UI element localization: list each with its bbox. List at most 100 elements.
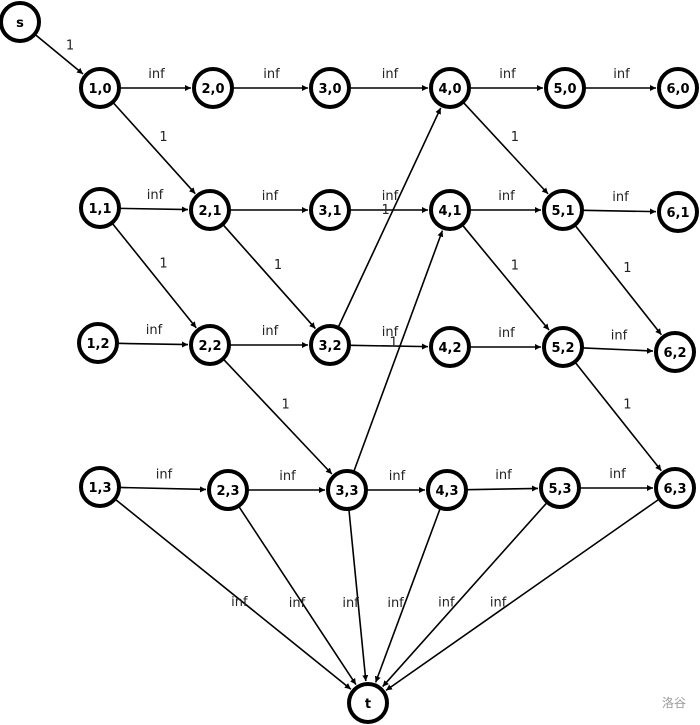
edge-label: 1 bbox=[159, 130, 167, 145]
node-6-2: 6,2 bbox=[654, 331, 696, 373]
edge-label: inf bbox=[382, 189, 399, 204]
watermark: 洛谷 bbox=[661, 696, 686, 710]
edge-4-1-to-5-2 bbox=[462, 224, 550, 331]
edge-label: 1 bbox=[274, 258, 282, 273]
edge-label: inf bbox=[148, 67, 165, 82]
node-circle bbox=[539, 467, 581, 509]
edge-2-1-to-3-2 bbox=[222, 224, 316, 330]
node-label: 3,0 bbox=[318, 82, 341, 97]
edge-label: inf bbox=[609, 467, 626, 482]
edge-1-3-to-2-3 bbox=[119, 486, 207, 493]
node-label: 4,2 bbox=[438, 341, 461, 356]
node-label: 1,2 bbox=[86, 337, 109, 352]
edge-label: inf bbox=[231, 595, 248, 610]
edge-3-3-to-t bbox=[348, 509, 369, 682]
node-circle bbox=[542, 189, 584, 231]
node-label: 3,1 bbox=[318, 204, 341, 219]
node-4-3: 4,3 bbox=[426, 469, 468, 511]
node-4-1: 4,1 bbox=[429, 189, 471, 231]
edge-label: inf bbox=[156, 468, 173, 483]
node-label: 3,2 bbox=[318, 339, 341, 354]
edge-label: 1 bbox=[381, 203, 389, 218]
edge-5-3-to-t bbox=[382, 502, 548, 688]
node-label: 2,2 bbox=[198, 339, 221, 354]
node-circle bbox=[657, 191, 699, 233]
node-circle bbox=[426, 469, 468, 511]
edge-label: inf bbox=[147, 188, 164, 203]
node-5-2: 5,2 bbox=[542, 326, 584, 368]
edge-6-3-to-t bbox=[385, 498, 660, 692]
node-t: t bbox=[347, 682, 389, 724]
node-label: 5,2 bbox=[551, 341, 574, 356]
edge-label: inf bbox=[262, 189, 279, 204]
node-circle bbox=[429, 189, 471, 231]
edge-3-2-to-4-2 bbox=[349, 343, 429, 350]
node-circle bbox=[544, 67, 586, 109]
node-3-1: 3,1 bbox=[309, 189, 351, 231]
edge-label: inf bbox=[387, 596, 404, 611]
edge-label: inf bbox=[262, 324, 279, 339]
edge-3-2-to-4-0 bbox=[337, 107, 442, 328]
node-1-3: 1,3 bbox=[79, 466, 121, 508]
node-label: 6,3 bbox=[663, 482, 686, 497]
node-label: 5,3 bbox=[548, 482, 571, 497]
node-label: 3,3 bbox=[335, 484, 358, 499]
edge-label: inf bbox=[382, 67, 399, 82]
edge-s-to-1-0 bbox=[34, 34, 84, 75]
node-circle bbox=[309, 324, 351, 366]
node-circle bbox=[207, 469, 249, 511]
edge-label: inf bbox=[342, 596, 359, 611]
node-label: 1,1 bbox=[88, 202, 111, 217]
node-circle bbox=[326, 469, 368, 511]
edge-5-2-to-6-3 bbox=[574, 362, 662, 472]
edge-label: 1 bbox=[511, 259, 519, 274]
node-s: s bbox=[0, 1, 41, 43]
node-2-0: 2,0 bbox=[192, 67, 234, 109]
node-label: 4,1 bbox=[438, 204, 461, 219]
node-circle bbox=[657, 67, 699, 109]
edge-label: inf bbox=[611, 329, 628, 344]
node-circle bbox=[347, 682, 389, 724]
node-circle bbox=[79, 466, 121, 508]
node-circle bbox=[309, 67, 351, 109]
edge-1-1-to-2-1 bbox=[119, 206, 189, 213]
edge-label: inf bbox=[263, 67, 280, 82]
edge-label: inf bbox=[490, 595, 507, 610]
edge-label: inf bbox=[498, 326, 515, 341]
edge-5-2-to-6-2 bbox=[582, 347, 654, 354]
node-circle bbox=[309, 189, 351, 231]
node-label: s bbox=[16, 16, 24, 31]
edge-label: inf bbox=[289, 596, 306, 611]
edge-label: inf bbox=[498, 189, 515, 204]
node-label: 2,1 bbox=[198, 204, 221, 219]
edge-label: 1 bbox=[282, 397, 290, 412]
edge-label: inf bbox=[146, 323, 163, 338]
node-circle bbox=[542, 326, 584, 368]
node-circle bbox=[429, 326, 471, 368]
edge-4-0-to-5-1 bbox=[463, 102, 549, 195]
node-2-2: 2,2 bbox=[189, 324, 231, 366]
edge-label: inf bbox=[279, 469, 296, 484]
node-2-3: 2,3 bbox=[207, 469, 249, 511]
node-6-1: 6,1 bbox=[657, 191, 699, 233]
edge-label: inf bbox=[382, 325, 399, 340]
node-5-0: 5,0 bbox=[544, 67, 586, 109]
node-circle bbox=[189, 324, 231, 366]
node-4-2: 4,2 bbox=[429, 326, 471, 368]
edge-label: 1 bbox=[389, 336, 397, 351]
edge-1-0-to-2-1 bbox=[112, 102, 196, 195]
node-2-1: 2,1 bbox=[189, 189, 231, 231]
node-circle bbox=[654, 331, 696, 373]
edge-label: inf bbox=[438, 595, 455, 610]
node-label: t bbox=[365, 697, 371, 712]
edge-1-1-to-2-2 bbox=[111, 223, 197, 329]
node-label: 1,3 bbox=[88, 481, 111, 496]
node-4-0: 4,0 bbox=[429, 67, 471, 109]
node-label: 2,3 bbox=[216, 484, 239, 499]
node-3-2: 3,2 bbox=[309, 324, 351, 366]
node-label: 5,1 bbox=[551, 204, 574, 219]
node-circle bbox=[79, 187, 121, 229]
node-label: 5,0 bbox=[553, 82, 576, 97]
node-1-0: 1,0 bbox=[79, 67, 121, 109]
